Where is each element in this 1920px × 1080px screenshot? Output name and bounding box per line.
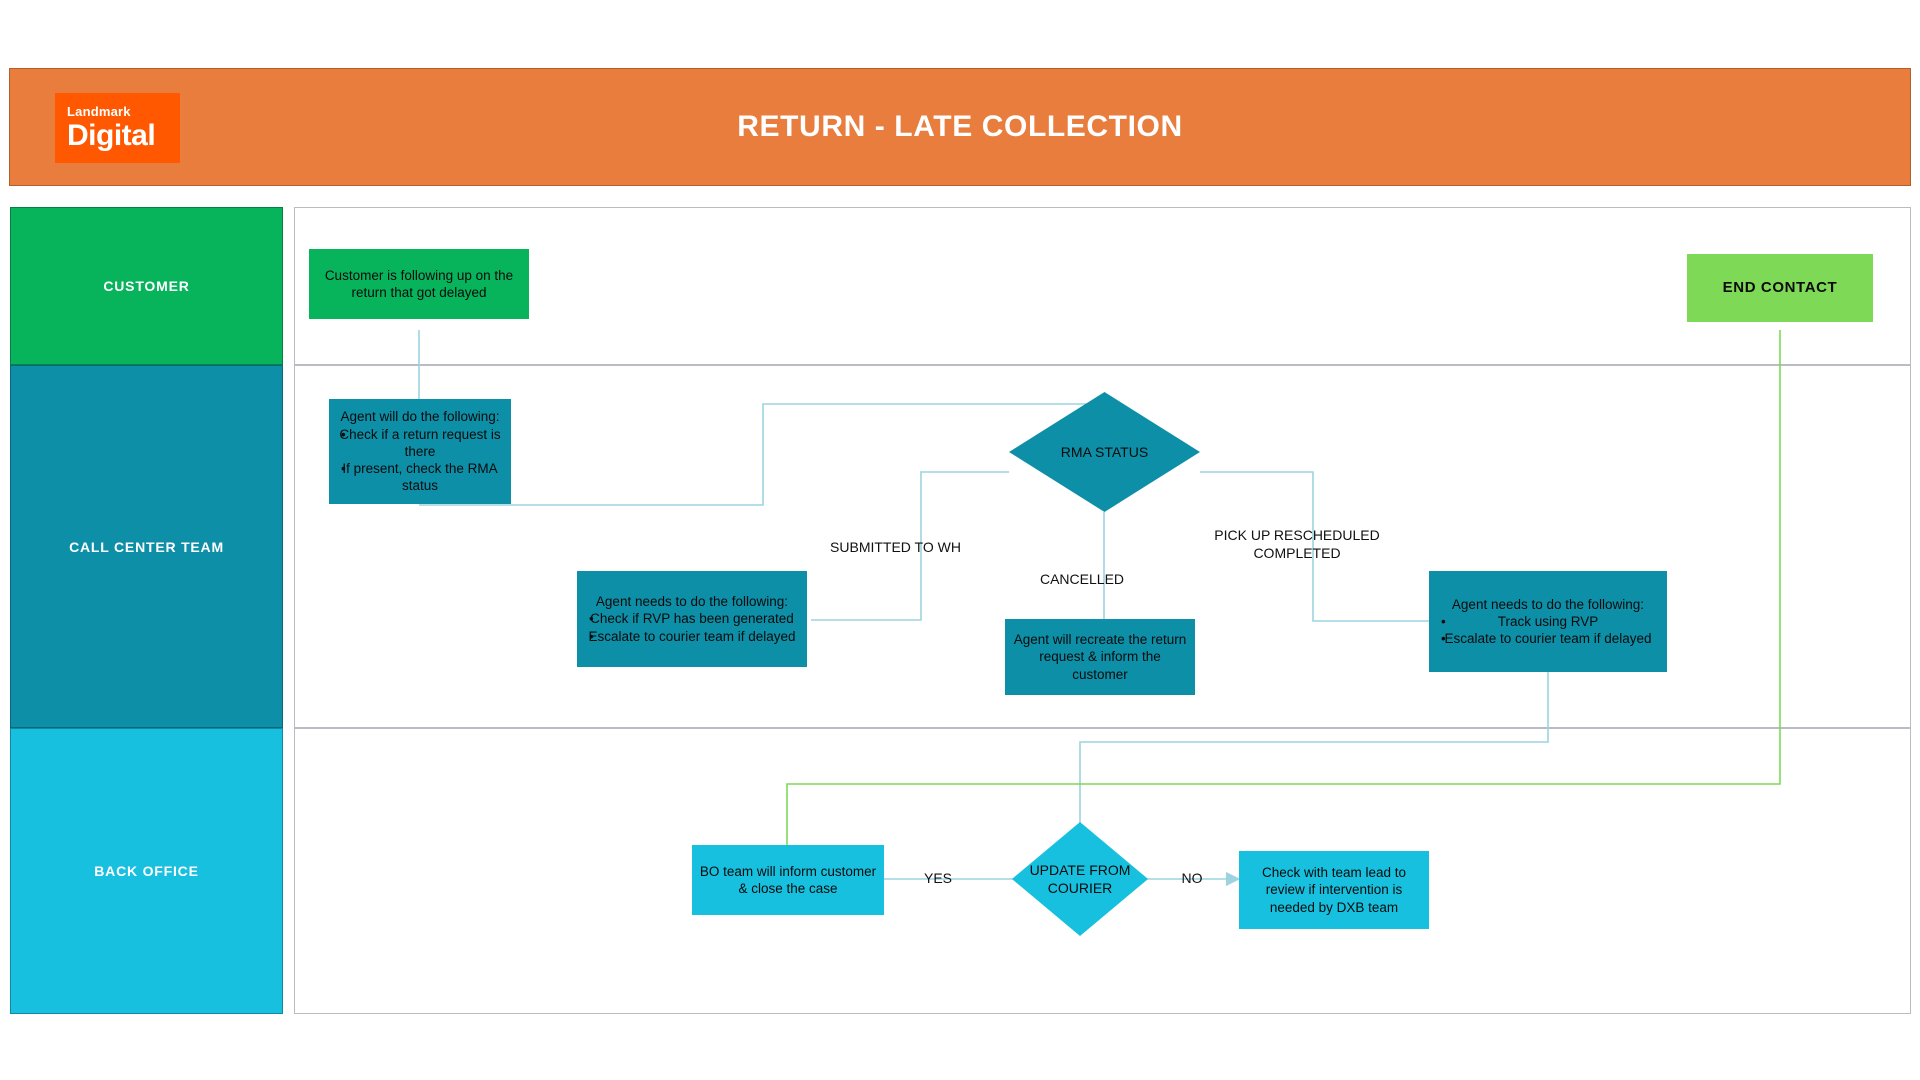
list-item: •Check if RVP has been generated [589,611,794,627]
bullet-glyph: • [341,426,346,442]
swimlane-body-customer [294,207,1911,365]
bullet-glyph: • [341,461,346,477]
node-end-contact-label: END CONTACT [1722,279,1838,297]
node-agent-check-title: Agent will do the following: [340,409,500,425]
list-item: •Check if a return request is there [339,426,501,459]
bullet-glyph: • [589,611,594,627]
swimlane-label-customer: CUSTOMER [10,207,283,365]
node-check-team-lead[interactable]: Check with team lead to review if interv… [1239,851,1429,929]
node-agent-track[interactable]: Agent needs to do the following: •Track … [1429,571,1667,672]
node-bo-inform[interactable]: BO team will inform customer & close the… [692,845,884,915]
node-agent-rvp-bullets: •Check if RVP has been generated •Escala… [583,610,801,645]
page-title: RETURN - LATE COLLECTION [737,110,1183,143]
node-agent-recreate[interactable]: Agent will recreate the return request &… [1005,619,1195,695]
swimlane-label-call-center: CALL CENTER TEAM [10,365,283,728]
node-rma-status-label: RMA STATUS [1060,443,1149,460]
bullet-glyph: • [1441,631,1446,647]
node-agent-rvp-title: Agent needs to do the following: [595,594,789,610]
node-agent-track-content: Agent needs to do the following: •Track … [1435,596,1661,648]
node-update-from-courier-label: UPDATE FROM COURIER [1029,861,1131,896]
node-agent-track-bullets: •Track using RVP •Escalate to courier te… [1435,613,1661,648]
node-agent-rvp[interactable]: Agent needs to do the following: •Check … [577,571,807,667]
list-item: •If present, check the RMA status [341,461,498,494]
edge-label-cancelled: CANCELLED [1039,571,1125,587]
node-customer-start[interactable]: Customer is following up on the return t… [309,249,529,319]
node-end-contact[interactable]: END CONTACT [1687,254,1873,322]
bullet-glyph: • [589,628,594,644]
node-agent-check-bullets: •Check if a return request is there •If … [335,426,505,495]
node-agent-recreate-label: Agent will recreate the return request &… [1013,632,1187,682]
edge-label-pickup-rescheduled: PICK UP RESCHEDULED COMPLETED [1214,527,1380,562]
edge-label-submitted-to-wh: SUBMITTED TO WH [830,539,961,555]
swimlane-label-back-office: BACK OFFICE [10,728,283,1014]
node-bo-inform-label: BO team will inform customer & close the… [699,863,877,896]
node-agent-track-title: Agent needs to do the following: [1451,596,1645,612]
logo-line-2: Digital [67,118,156,152]
node-check-team-lead-label: Check with team lead to review if interv… [1261,865,1407,915]
list-item: •Escalate to courier team if delayed [1441,631,1652,647]
node-customer-start-label: Customer is following up on the return t… [324,267,514,300]
header-bar: RETURN - LATE COLLECTION Landmark Digita… [9,68,1911,186]
edge-label-no: NO [1181,870,1203,886]
landmark-digital-logo: Landmark Digital [55,93,180,163]
node-agent-check-content: Agent will do the following: •Check if a… [335,408,505,494]
node-agent-rvp-content: Agent needs to do the following: •Check … [583,593,801,645]
logo-line-1: Landmark [67,104,131,120]
list-item: •Track using RVP [1441,613,1599,629]
edge-label-yes: YES [923,870,952,886]
list-item: •Escalate to courier team if delayed [588,628,796,644]
node-agent-check[interactable]: Agent will do the following: •Check if a… [329,399,511,504]
bullet-glyph: • [1441,613,1446,629]
